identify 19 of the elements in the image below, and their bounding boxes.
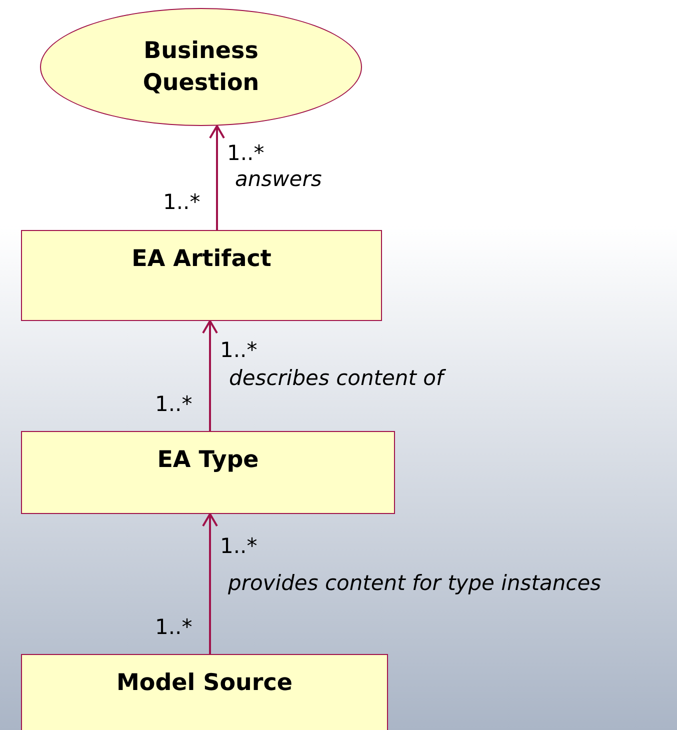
multiplicity-label: 1..*	[155, 614, 192, 640]
multiplicity-label: 1..*	[163, 189, 200, 215]
node-title: EA Type	[157, 446, 259, 475]
class-box	[21, 230, 382, 321]
association-arrow	[209, 125, 225, 230]
node-title: EA Artifact	[132, 245, 272, 274]
multiplicity-label: 1..*	[227, 140, 264, 166]
class-box	[21, 654, 388, 730]
multiplicity-label: 1..*	[220, 533, 258, 559]
edge-label: answers	[235, 166, 322, 192]
association-arrow	[202, 513, 218, 654]
node-title: Model Source	[116, 669, 292, 698]
multiplicity-label: 1..*	[220, 337, 258, 363]
node-title: Business Question	[142, 37, 260, 98]
multiplicity-label: 1..*	[155, 391, 192, 417]
edge-label: describes content of	[229, 365, 444, 391]
class-box	[21, 431, 395, 514]
association-arrow	[202, 320, 218, 431]
edge-label: provides content for type instances	[228, 570, 602, 596]
